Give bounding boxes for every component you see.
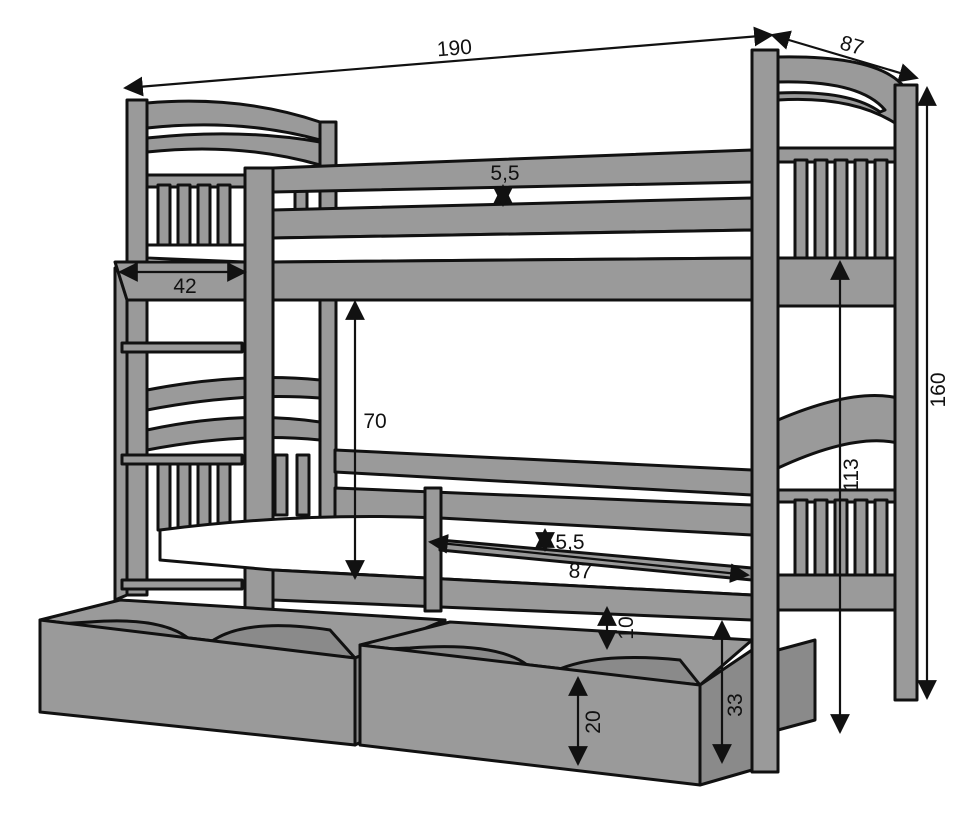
label-height: 160 <box>927 372 950 407</box>
label-lower-bed-height: 113 <box>840 458 863 491</box>
label-rail-top: 5,5 <box>490 162 519 185</box>
dim-line-lower-rail <box>428 533 750 584</box>
label-lower-rail: 87 <box>568 559 593 583</box>
front-right-headboard <box>750 48 919 774</box>
label-clearance: 70 <box>363 410 386 433</box>
label-ladder-width: 42 <box>173 275 196 298</box>
dim-line-length <box>123 26 774 97</box>
label-length: 190 <box>436 36 473 62</box>
drawer-right <box>358 620 817 787</box>
dim-line-depth <box>770 30 919 83</box>
label-gap: 10 <box>615 616 638 639</box>
label-drawer-height: 20 <box>582 710 605 733</box>
label-drawer-clearance: 33 <box>724 693 747 716</box>
label-rail-bottom: 5,5 <box>555 531 584 554</box>
